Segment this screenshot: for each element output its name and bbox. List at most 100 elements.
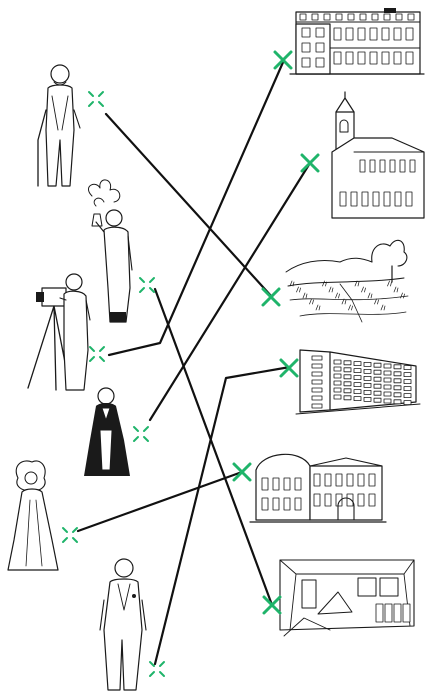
window-detail (394, 386, 401, 390)
window-detail (312, 388, 322, 392)
window-detail (340, 192, 346, 206)
person-anchor-p3[interactable] (90, 347, 104, 361)
window-detail (369, 494, 375, 506)
window-detail (384, 14, 390, 20)
window-detail (312, 356, 322, 360)
window-detail (354, 362, 361, 366)
church-with-tower-illustration (332, 92, 424, 218)
window-detail (384, 399, 391, 403)
window-detail (334, 374, 341, 378)
window-detail (346, 52, 353, 64)
window-detail (295, 478, 301, 490)
grass-detail (323, 281, 327, 286)
window-detail (364, 369, 371, 373)
window-detail (369, 474, 375, 486)
window-detail (374, 384, 381, 388)
window-detail (403, 604, 410, 622)
window-detail (312, 380, 322, 384)
place-anchor-b6[interactable] (264, 597, 280, 613)
person-anchor-p6[interactable] (150, 662, 164, 676)
window-detail (347, 494, 353, 506)
window-detail (382, 28, 389, 40)
window-detail (394, 365, 401, 369)
window-detail (370, 160, 375, 172)
person-anchor-p4[interactable] (134, 427, 148, 441)
grass-detail (401, 293, 405, 298)
window-detail (406, 192, 412, 206)
window-detail (334, 360, 341, 364)
window-detail (312, 364, 322, 368)
window-detail (324, 14, 330, 20)
window-detail (400, 160, 405, 172)
window-detail (334, 395, 341, 399)
connection-lines (78, 60, 310, 664)
chemist-with-smoking-flask-illustration (88, 180, 132, 322)
window-detail (364, 376, 371, 380)
connection-line-p4-b2 (150, 163, 310, 420)
window-detail (410, 160, 415, 172)
person-anchor-p1[interactable] (89, 92, 103, 106)
window-detail (358, 474, 364, 486)
window-detail (394, 28, 401, 40)
window-detail (316, 58, 324, 67)
window-detail (354, 376, 361, 380)
window-detail (354, 383, 361, 387)
connection-line-p5-b5 (78, 472, 242, 531)
window-detail (302, 43, 310, 52)
place-anchor-b3[interactable] (263, 289, 279, 305)
window-detail (336, 14, 342, 20)
window-detail (382, 52, 389, 64)
window-detail (370, 52, 377, 64)
window-detail (314, 494, 320, 506)
baroque-palace-illustration (250, 454, 386, 522)
window-detail (404, 366, 411, 370)
window-detail (302, 28, 310, 37)
window-detail (344, 368, 351, 372)
window-detail (395, 192, 401, 206)
window-detail (374, 377, 381, 381)
window-detail (344, 389, 351, 393)
window-detail (348, 14, 354, 20)
window-detail (384, 392, 391, 396)
window-detail (384, 364, 391, 368)
woman-in-academic-gown-illustration (84, 388, 130, 476)
window-detail (384, 192, 390, 206)
window-detail (394, 400, 401, 404)
window-detail (374, 398, 381, 402)
window-detail (406, 28, 413, 40)
window-detail (273, 498, 279, 510)
window-detail (404, 387, 411, 391)
connection-line-p1-b3 (106, 114, 272, 297)
window-detail (316, 28, 324, 37)
window-detail (354, 369, 361, 373)
place-anchor-b5[interactable] (234, 464, 250, 480)
window-detail (344, 396, 351, 400)
person-anchor-p2[interactable] (140, 278, 154, 292)
window-detail (360, 160, 365, 172)
window-detail (394, 604, 401, 622)
window-detail (364, 383, 371, 387)
baroque-lady-in-gown-illustration (8, 461, 58, 570)
window-detail (295, 498, 301, 510)
grass-detail (336, 293, 340, 298)
window-detail (404, 380, 411, 384)
connection-line-p3-b1 (109, 60, 284, 355)
place-anchor-b1[interactable] (275, 52, 291, 68)
grass-detail (388, 281, 392, 286)
window-detail (385, 604, 392, 622)
person-anchor-p5[interactable] (63, 528, 77, 542)
window-detail (334, 381, 341, 385)
rural-landscape-illustration (286, 240, 408, 322)
window-detail (347, 474, 353, 486)
grass-detail (349, 305, 353, 310)
window-detail (284, 498, 290, 510)
window-detail (273, 478, 279, 490)
place-anchor-b2[interactable] (302, 155, 318, 171)
window-detail (380, 160, 385, 172)
window-detail (364, 397, 371, 401)
window-detail (372, 14, 378, 20)
grass-detail (368, 293, 372, 298)
window-detail (384, 371, 391, 375)
window-detail (334, 28, 341, 40)
